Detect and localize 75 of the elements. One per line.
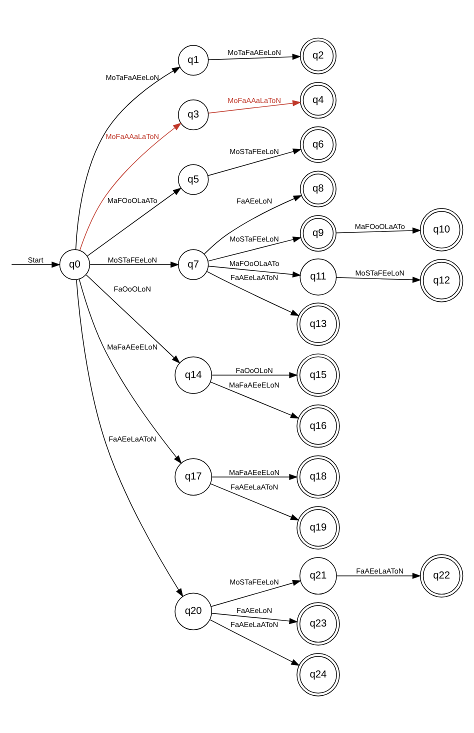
arrow [86,274,180,364]
node-circle: q20 [174,592,212,630]
arrow [86,187,182,256]
edge-label: MaFaAEeELoN [107,342,158,352]
edge-label: Start [28,254,44,264]
node-circle: q23 [296,602,340,645]
arrow [336,227,422,234]
edge-label: MoFaAAaLaToN [106,131,160,140]
edge-label: FaAEeLaAToN [230,619,278,628]
node-circle: q1 [178,44,209,76]
arrow [212,473,298,480]
node-circle: q15 [296,353,340,396]
arrow [210,482,300,520]
node-circle: q19 [296,506,340,549]
edge-label: FaAEeLaAToN [356,566,404,576]
node-circle: q10 [420,208,464,251]
arrow [79,122,182,250]
node-circle: q2 [300,37,336,74]
arrow [90,261,180,268]
node-circle: q6 [300,126,336,162]
edge-label: MoFaAAaLaToN [228,96,281,105]
arrow [206,270,300,316]
arrow [336,572,422,578]
edge-label: MaFaAEeELoN [229,380,280,390]
edge-label: MoTaFaAEeLoN [106,72,160,82]
node-circle: q17 [174,458,212,496]
node-circle: q21 [300,556,337,594]
node-circle: q12 [420,258,464,302]
node-circle: q4 [300,82,336,118]
edge-label: MoTaFaAEeLoN [228,48,281,57]
arrow [208,100,302,113]
node-circle: q18 [296,454,340,498]
edge-label: FaOoOLoN [236,365,273,374]
edge-label: MoSTaFEeLoN [230,146,279,156]
arrow [208,53,302,60]
edge-label: FaAEeLoN [236,196,272,206]
node-circle: q11 [300,258,337,295]
arrow [211,612,298,624]
edge-label: MoSTaFEeLoN [108,254,158,264]
node-circle: q14 [174,356,212,394]
node-circle: q22 [420,554,464,597]
edge-label: FaAEeLaAToN [108,434,156,443]
arrow [11,261,60,268]
arrow [210,618,300,666]
edge-label: FaOoOLoN [114,284,151,294]
edge-label: MoSTaFEeLoN [355,268,405,278]
node-circle: q24 [296,652,340,696]
arrow [204,194,302,254]
edge-label: FaAEeLaAToN [230,272,278,282]
edge-label: MaFaAEeELoN [229,467,280,476]
edge-label: FaAEeLaAToN [230,482,278,491]
node-circle: q3 [178,99,209,130]
arrow [78,278,182,464]
arrow [208,265,302,278]
arrow [210,580,302,606]
node-circle: q13 [296,302,340,346]
edge-label: FaAEeLoN [236,605,272,614]
arrow [208,148,302,176]
arrow [336,276,422,282]
node-circle: q0 [59,248,90,280]
node-circle: q9 [300,214,336,252]
arrow [212,372,298,378]
edge-label: MaFOoOLaATo [229,258,280,268]
arrow [208,236,302,261]
arrow [76,279,184,597]
node-circle: q16 [296,404,340,448]
node-circle: q7 [178,248,209,280]
edge-label: MoSTaFEeLoN [230,234,279,243]
edge-label: MaFOoOLaATo [107,195,158,204]
node-circle: q5 [178,164,209,194]
arrow [210,381,300,418]
arrow [75,66,181,250]
edge-label: MaFOoOLaATo [354,222,405,231]
edge-label: MoSTaFEeLoN [230,577,279,586]
node-circle: q8 [300,170,336,207]
